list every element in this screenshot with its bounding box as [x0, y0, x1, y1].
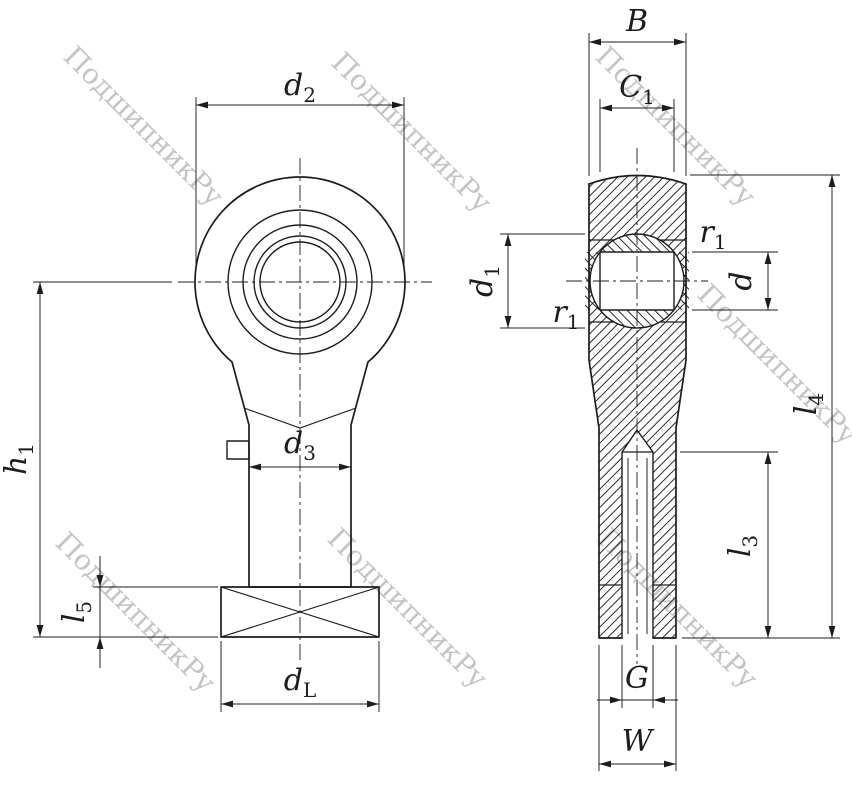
label-l4: l4: [789, 393, 828, 415]
profile-left-edge: [588, 183, 623, 639]
dimension-l4: l4: [682, 174, 840, 639]
dimension-l5: l5: [57, 556, 218, 668]
label-r1-upper: r1: [699, 215, 726, 254]
label-C1: C1: [619, 70, 655, 109]
threaded-bore: [621, 429, 654, 638]
label-d3: d3: [284, 426, 316, 465]
profile-right-edge: [652, 183, 687, 639]
label-W: W: [622, 724, 655, 759]
dimension-dL: dL: [220, 641, 380, 712]
label-d: d: [724, 271, 759, 290]
watermark-text: ПодшипникРу: [691, 278, 852, 452]
grease-fitting: [226, 440, 250, 460]
watermark-text: ПодшипникРу: [321, 522, 495, 696]
housing-section-hatch: [589, 175, 686, 638]
label-dL: dL: [284, 663, 317, 702]
label-d1: d1: [465, 265, 504, 297]
dimension-C1: C1: [599, 70, 675, 172]
dimension-G: G: [597, 645, 678, 708]
dimension-W: W: [598, 645, 677, 771]
front-outline: [194, 176, 406, 588]
dimension-d: d: [692, 251, 778, 311]
seat-edges: [589, 239, 686, 323]
section-view: [566, 148, 708, 664]
label-r1-lower: r1: [552, 295, 579, 334]
watermark-text: ПодшипникРу: [325, 46, 499, 220]
label-G: G: [625, 661, 649, 696]
label-d2: d2: [284, 68, 316, 107]
label-h1: h1: [0, 443, 38, 475]
watermarks: ПодшипникРу ПодшипникРу ПодшипникРу Подш…: [49, 40, 852, 700]
dimension-d2: d2: [195, 68, 405, 268]
label-l5: l5: [57, 601, 96, 623]
watermark-text: ПодшипникРу: [57, 40, 231, 214]
front-view: [178, 158, 432, 662]
dimension-h1: h1: [0, 281, 218, 638]
label-B: B: [625, 4, 648, 39]
dimension-d3: d3: [249, 426, 351, 471]
dimension-d1: d1: [465, 233, 585, 329]
label-l3: l3: [723, 535, 762, 557]
dimension-l3: l3: [680, 451, 778, 638]
dimension-B: B: [588, 4, 687, 176]
